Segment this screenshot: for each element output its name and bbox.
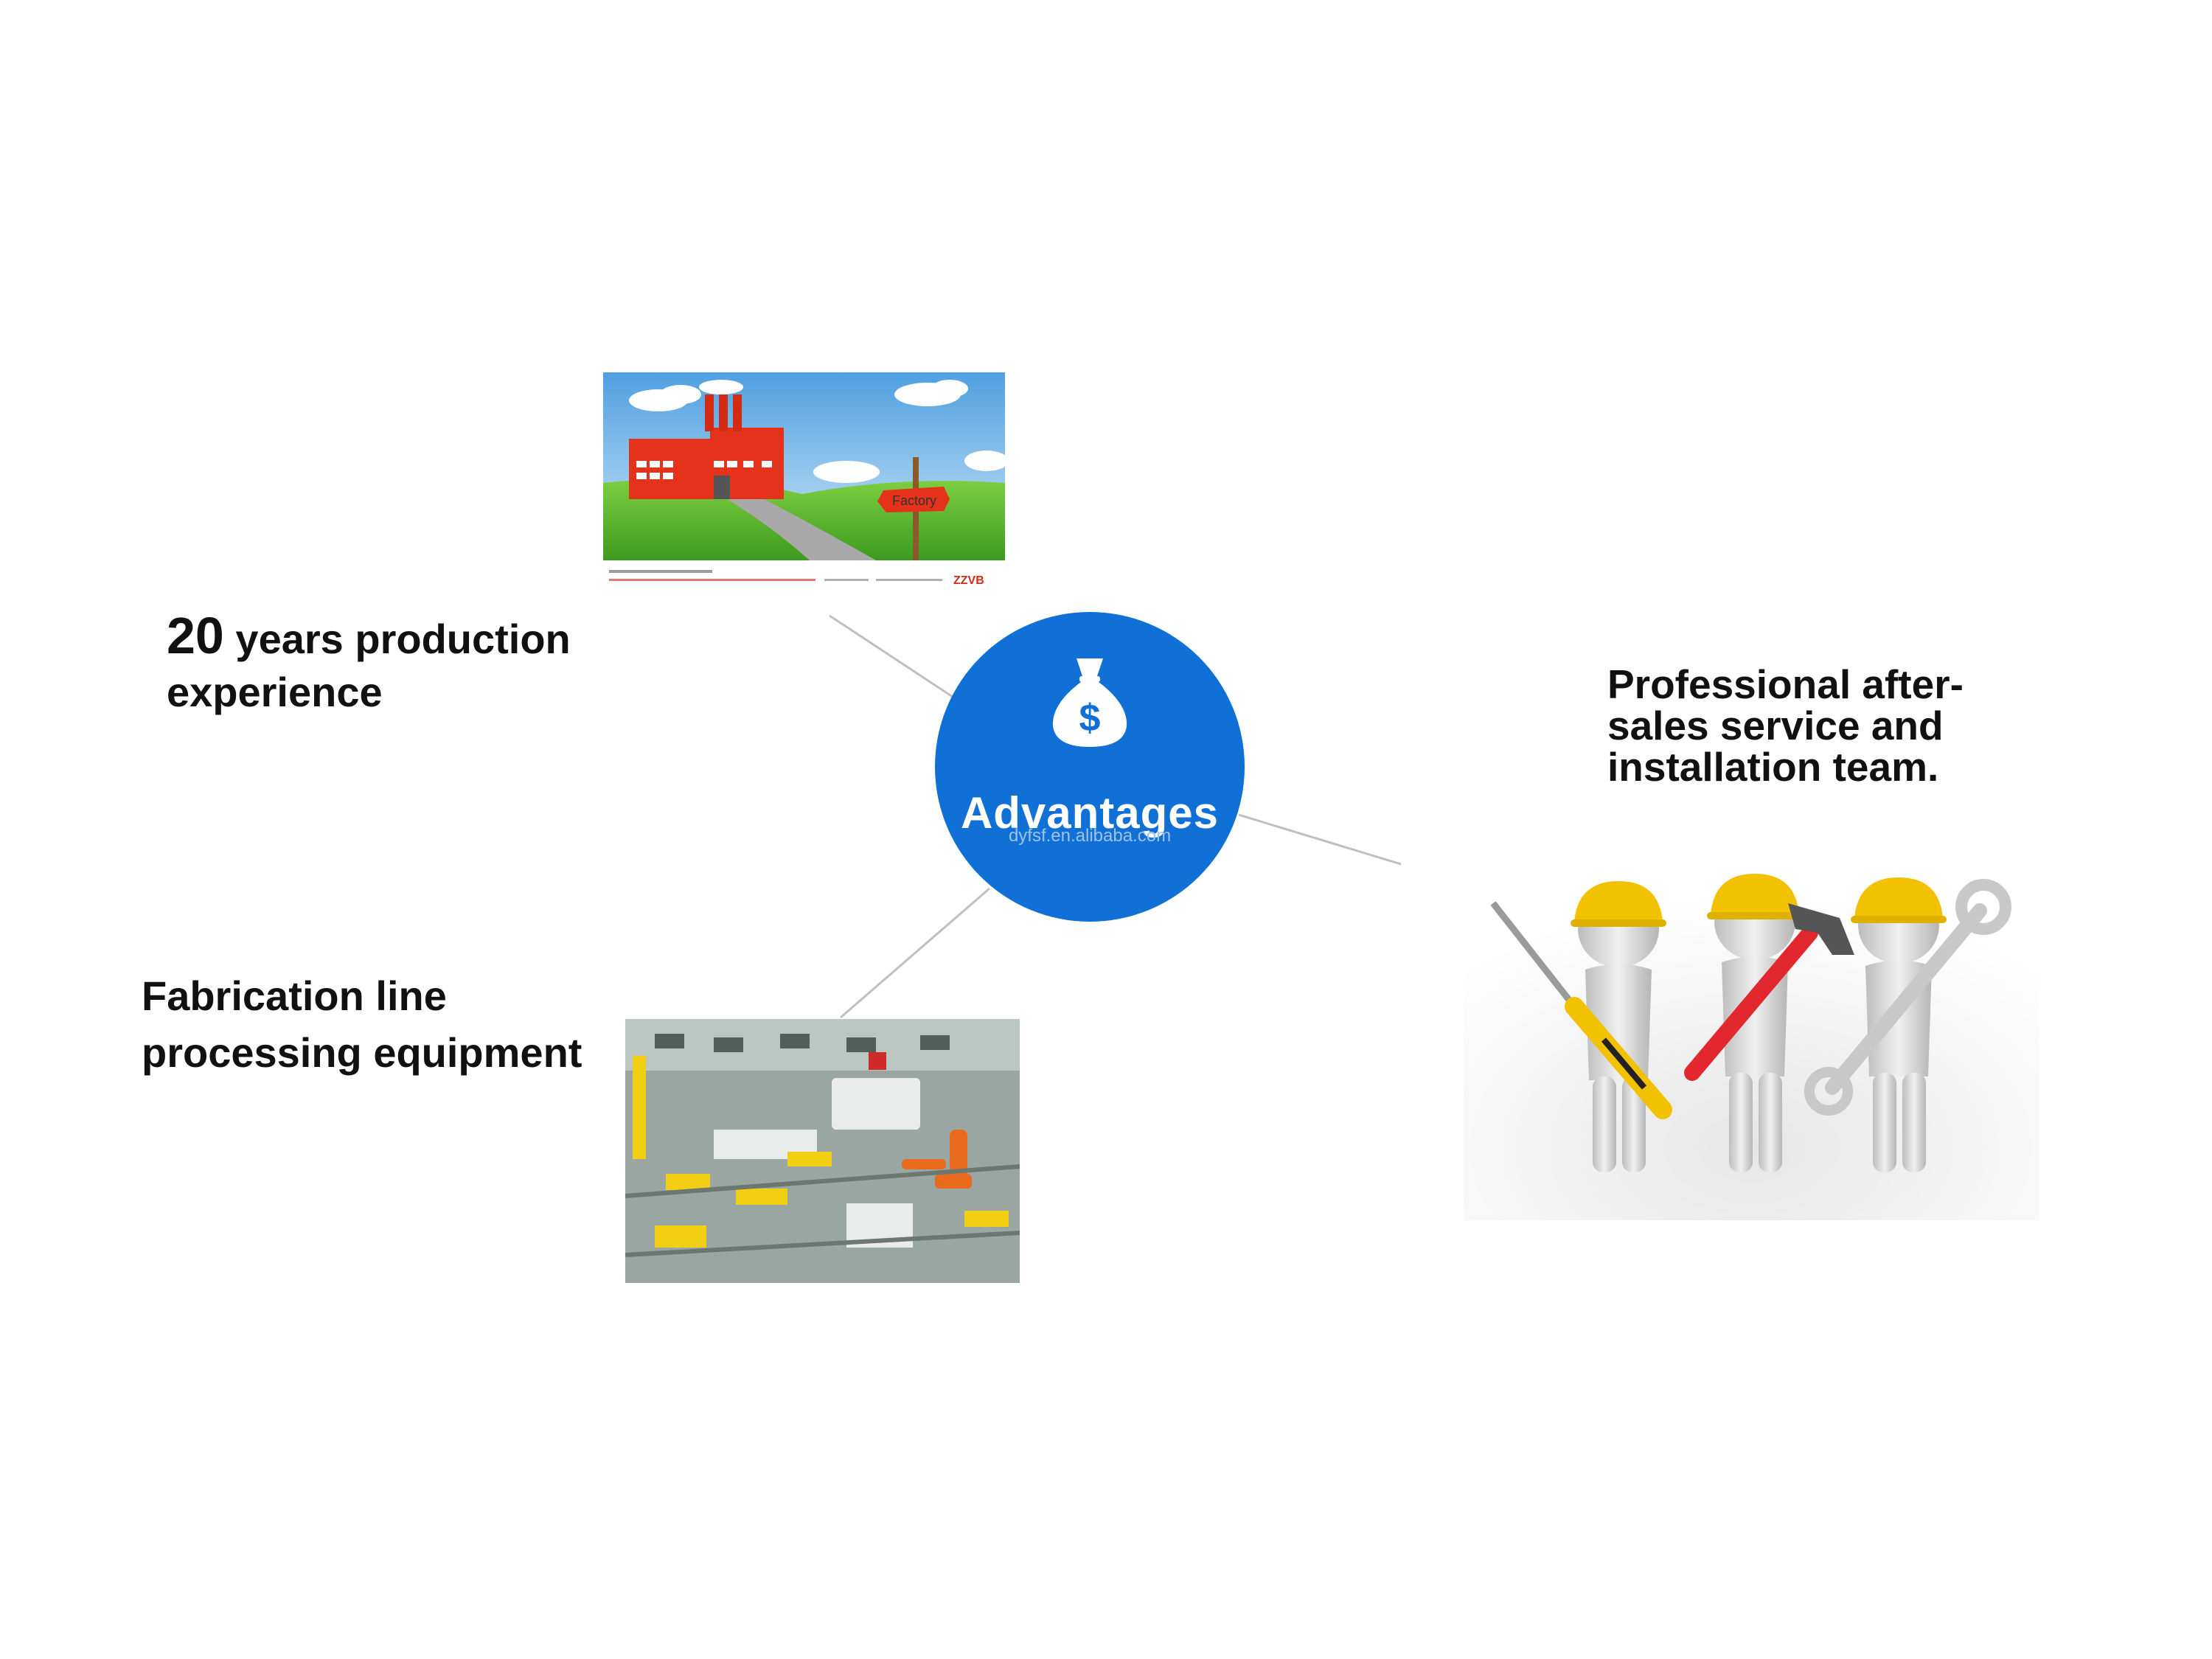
equipment-line2: processing equipment [142, 1029, 582, 1077]
connector-factory [829, 614, 953, 698]
label-equipment: Fabrication line processing equipment [142, 967, 582, 1082]
advantages-hub: $ Advantages dyfsf.en.alibaba.com [935, 612, 1245, 922]
hub-label: Advantages [960, 788, 1220, 838]
watermark: dyfsf.en.alibaba.com [1008, 826, 1172, 846]
equipment-line1: Fabrication line [142, 973, 447, 1019]
service-line3: installation team. [1607, 744, 1939, 790]
svg-text:$: $ [1079, 697, 1101, 740]
service-line2: sales service and [1607, 703, 1944, 749]
experience-text-line2: experience [167, 669, 383, 716]
factory-brand: ZZVB [953, 574, 984, 587]
label-experience: 20 years production experience [167, 605, 571, 718]
factory-sign-text: Factory [892, 493, 936, 508]
connector-equipment [840, 887, 990, 1019]
experience-number: 20 [167, 607, 224, 664]
money-bag-icon: $ [1052, 658, 1127, 747]
fabrication-line-photo [625, 1019, 1020, 1283]
experience-text: years production [223, 616, 571, 662]
connector-workers [1238, 813, 1402, 866]
workers-illustration [1464, 859, 2039, 1220]
factory-illustration: Factory ZZVB [603, 372, 1005, 608]
label-service: Professional after- sales service and in… [1607, 664, 1964, 787]
service-line1: Professional after- [1607, 661, 1964, 707]
